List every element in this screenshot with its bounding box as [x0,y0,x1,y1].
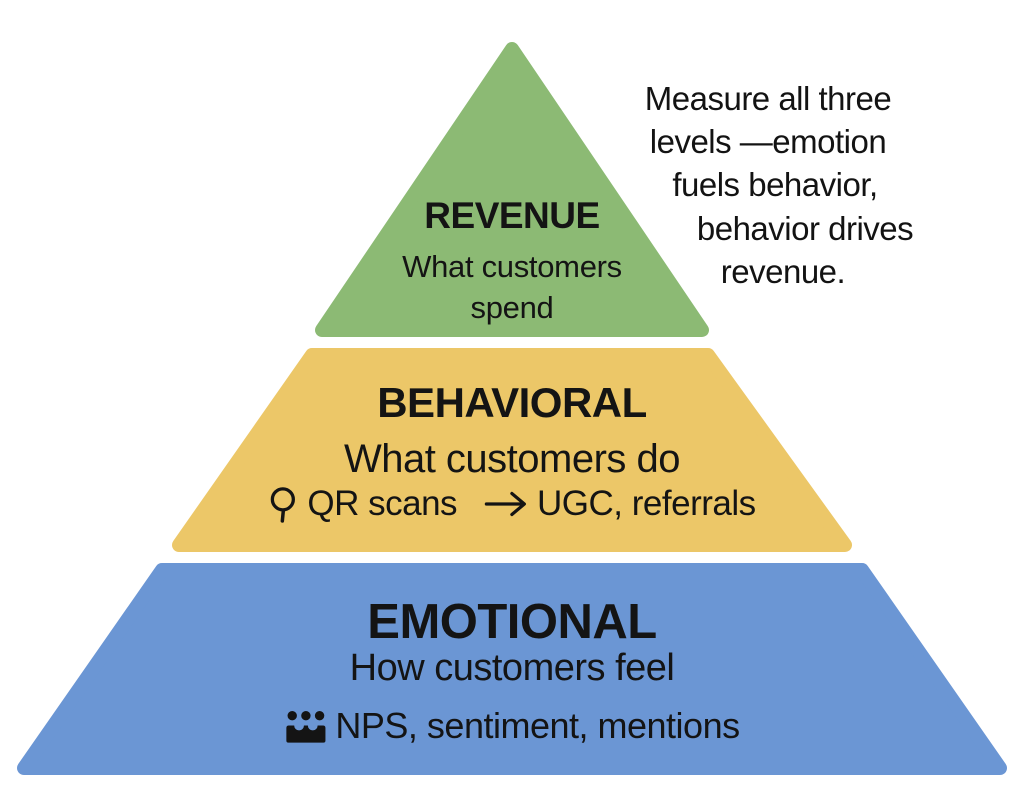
revenue-title: REVENUE [424,195,600,236]
revenue-triangle [315,42,709,337]
behavioral-metric-left: QR scans [307,484,458,523]
behavioral-subtitle: What customers do [343,437,681,481]
emotional-trapezoid [17,563,1007,775]
emotional-metrics-row: NPS, sentiment, mentions [284,705,740,747]
behavioral-title: BEHAVIORAL [377,379,647,426]
behavioral-metric-right: UGC, referrals [537,484,756,523]
annotation-line-4: behavior drives [696,210,914,247]
annotation-line-1: Measure all three [644,80,892,117]
annotation-line-3: fuels behavior, [672,166,878,203]
annotation-line-2: levels —emotion [649,123,887,160]
emotional-title: EMOTIONAL [367,595,657,649]
annotation-line-5: revenue. [720,253,846,290]
emotional-subtitle: How customers feel [349,647,675,689]
emotional-metric: NPS, sentiment, mentions [335,705,740,746]
behavioral-metrics-row: QR scans UGC, referrals [268,484,756,524]
audience-icon [286,711,326,743]
revenue-subtitle: What customers spend [402,249,622,325]
behavioral-trapezoid [172,348,852,552]
magnifier-icon [270,486,295,523]
right-arrow-icon [484,491,526,517]
